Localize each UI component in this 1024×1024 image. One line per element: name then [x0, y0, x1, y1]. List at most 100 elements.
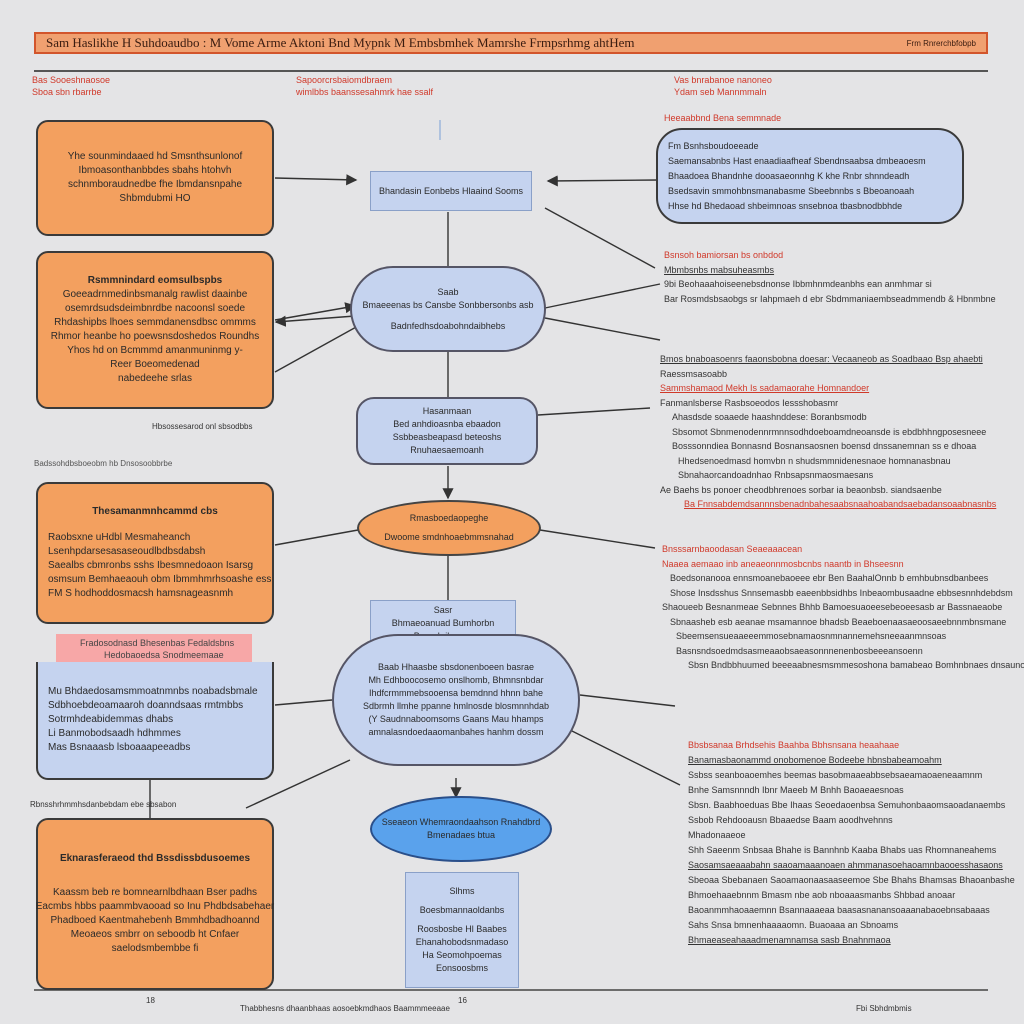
- bottom-rect-line: Ehanahobodsnmadaso: [415, 937, 509, 947]
- left-box-3-line: Lsenhpdarsesasaseoudlbdbsdabsh: [48, 546, 206, 557]
- right-top-box-line: Hhse hd Bhedaoad shbeimnoas snsebnoa tba…: [668, 200, 903, 211]
- left-box-5-line: saelodsmbembbe fi: [111, 943, 199, 954]
- line-pill-right: [539, 529, 656, 549]
- right-top-box-line: Bhaadoea Bhandnhe dooasaeonnhg K khe Rnb…: [668, 170, 910, 181]
- right-block-1-heading: Bsnsoh bamiorsan bs onbdod: [664, 250, 784, 260]
- line-hex1-right-lower: [544, 317, 661, 341]
- left-box-4-line: Mas Bsnaaasb lsboaaapeeadbs: [48, 742, 191, 753]
- right-top-box: Fm Bsnhsboudoeeade Saemansabnbs Hast ena…: [656, 128, 964, 224]
- arrow-left1-to-top: [274, 174, 358, 186]
- left-box-2-line: nabedeehe srlas: [118, 373, 192, 384]
- bottom-rect-line: Slhms: [449, 886, 475, 896]
- pill-line: Rmasboedaopeghe: [409, 513, 489, 523]
- right-block-4-line: Sahs Snsa bmnenhaaaaomn. Buaoaaa an Sbno…: [688, 920, 899, 930]
- left-box-5-line: Meoaeos smbrr on seboodb ht Cnfaer: [70, 929, 240, 940]
- bottom-rect-line: Eonsoosbms: [435, 963, 489, 973]
- line-hex3-right-lower: [569, 729, 681, 786]
- right-block-4: Bbsbsanaa Brhdsehis Baahba Bbhsnsana hea…: [688, 738, 1015, 948]
- hex3-line: Baab Hhaasbe sbsdonenboeen basrae: [377, 662, 535, 672]
- footer-center-number: 16: [458, 996, 467, 1005]
- right-block-2: Bmos bnaboasoenrs faaonsbobna doesar: Ve…: [660, 352, 996, 512]
- right-block-2-heading: Bmos bnaboasoenrs faaonsbobna doesar: Ve…: [660, 354, 983, 364]
- right-block-2-line: Fanmanlsberse Rasbsoeodos Iessshobasmr: [660, 397, 839, 408]
- footer-right-text: Fbi Sbhdmbmis: [856, 1004, 912, 1013]
- right-block-4-line: Ssbob Rehdooausn Bbaaedse Baam aoodhvehn…: [688, 815, 893, 825]
- left-box-1-line: Ibmoasonthanbbdes sbahs htohvh: [78, 165, 232, 176]
- small-rect-line: Sasr: [433, 604, 453, 615]
- right-block-3: Bnsssarnbaoodasan Seaeaaacean Naaea aema…: [662, 542, 1024, 673]
- top-center-header: Sapoorcrsbaiomdbraem wimlbbs baanssesahm…: [296, 74, 433, 98]
- right-block-4-line: Shh Saeenm Snbsaa Bhahe is Bannhnb Kaaba…: [688, 845, 997, 855]
- right-block-4-line: Saosamsaeaaabahn saaoamaaanoaen ahmmanas…: [688, 860, 1003, 870]
- right-block-3-line: Sbsn Bndbbhuumed beeeaabnesmsmmesoshona …: [688, 660, 1024, 670]
- right-block-2-line: Ahasdsde soaaede haashnddese: Boranbsmod…: [672, 412, 867, 422]
- center-pill-node: Rmasboedaopeghe Dwoome smdnhoaebmmsnahad: [357, 500, 541, 556]
- right-top-box-header: Heeaabbnd Bena semmnade: [664, 112, 781, 124]
- pink-highlight: [56, 634, 252, 662]
- right-block-1: Bsnsoh bamiorsan bs onbdod Mbmbsnbs mabs…: [664, 248, 996, 306]
- line-left3-to-pill: [274, 529, 359, 546]
- hex1-line: Badnfedhsdoabohndaibhebs: [390, 320, 506, 331]
- right-block-4-line: Sbeoaa Sbebanaen Saoamaonaasaaseemoe Sbe…: [688, 875, 1015, 885]
- right-block-3-line: Sbeemsensueaaeeemmosebnamaosnmnannemehsn…: [676, 631, 947, 641]
- ellipse-line: Sseaeon Whemraondaahson Rnahdbrd: [381, 817, 541, 827]
- left-box-3: Thesamanmnhcammd cbs Raobsxne uHdbl Mesm…: [36, 482, 274, 624]
- diagram-banner: Sam Haslikhe H Suhdoaudbo : M Vome Arme …: [34, 32, 988, 54]
- right-block-4-line: Bhmaeaseahaaadmenamnamsa sasb Bnahnmaoa: [688, 935, 891, 945]
- line-top-to-right: [544, 207, 656, 269]
- right-block-3-subheading: Naaea aemaao inb aneaeonnmosbcnbs naantb…: [662, 558, 904, 569]
- center-hex-node-1: Saab Bmaeeenas bs Cansbe Sonbbersonbs as…: [350, 266, 546, 352]
- right-block-2-line: Sbsomot Sbnmenodennrmnnsodhdoeboamdneoan…: [672, 426, 987, 437]
- pink-box-line1: Fradosodnasd Bhesenbas Fedaldsbns: [80, 638, 235, 648]
- arrow-hex1-to-left2: [274, 315, 356, 327]
- footer-center-text: Thabbhesns dhaanbhaas aosoebkmdhaos Baam…: [240, 1004, 450, 1013]
- left-box-2-line: osemrdsudsdeimbnrdbe nacoonsl soede: [64, 303, 246, 314]
- hex1-line: Bmaeeenas bs Cansbe Sonbbersonbs asb: [362, 299, 534, 310]
- line-left4-to-hex3: [274, 699, 333, 706]
- banner-title: Sam Haslikhe H Suhdoaudbo : M Vome Arme …: [46, 35, 635, 50]
- right-block-2-line: Sbnahaorcandoadnhao Rnbsapsnmaosmaesans: [678, 470, 874, 480]
- left-box-5: Eknarasferaeod thd Bssdissbdusoemes Kaas…: [36, 818, 274, 990]
- left-box-3-heading: Thesamanmnhcammd cbs: [92, 506, 218, 517]
- hex3-line: Mh Edhboocosemo onslhomb, Bhmnsnbdar: [368, 675, 544, 685]
- left-box-1-line: Yhe sounmindaaed hd Smsnthsunlonof: [67, 151, 243, 162]
- top-center-header-line1: Sapoorcrsbaiomdbraem: [296, 75, 393, 85]
- center-blue-ellipse: Sseaeon Whemraondaahson Rnahdbrd Bmenada…: [370, 796, 552, 862]
- left-box-5-line: Phadboed Kaentmahebenh Bmmhdbadhoannd: [50, 915, 260, 926]
- right-block-4-line: Baoanmmhaoaaemnn Bsannaaaeaa baasasnanan…: [688, 905, 990, 915]
- line-hex2-right: [537, 407, 651, 416]
- left-box-4-line: Mu Bhdaedosamsmmoatnmnbs noabadsbmale: [48, 686, 258, 697]
- right-block-2-subheading: Sammshamaod Mekh Is sadamaorahe Homnando…: [660, 383, 870, 393]
- top-center-header-line2: wimlbbs baanssesahmrk hae ssalf: [296, 87, 434, 97]
- right-block-3-line: Basnsndsoedmdsasmeaaobsaeasonnnenenbosbe…: [676, 645, 923, 656]
- right-block-2-line: Hhedsenoedmasd homvbn n shudsmmnidenesna…: [678, 455, 951, 466]
- ellipse-line: Bmenadaes btua: [426, 830, 496, 840]
- right-block-1-subheading: Mbmbsnbs mabsuheasmbs: [664, 264, 775, 275]
- left-caption-1: Hbsossesarod onl sbsodbbs: [152, 422, 253, 431]
- hex2-line: Bed anhdioasnba ebaadon: [393, 419, 501, 429]
- arrow-right-to-top: [546, 175, 659, 187]
- right-top-box-line: Fm Bsnhsboudoeeade: [668, 140, 759, 151]
- line-hex3-right-upper: [579, 694, 676, 707]
- hex2-line: Hasanmaan: [422, 406, 472, 416]
- hex3-line: Ihdfcrmmmebsooensa bemdnnd hhnn bahe: [368, 688, 544, 698]
- right-block-1-line: Bar Rosmdsbsaobgs sr Iahpmaeh d ebr Sbdm…: [664, 293, 996, 304]
- top-right-header-line2: Ydam seb Mannmmaln: [674, 87, 767, 97]
- top-rule: [34, 70, 988, 72]
- line-left2-lower: [274, 325, 359, 373]
- right-block-4-subheading: Banamasbaonammd onobomenoe Bodeebe hbnsb…: [688, 755, 942, 765]
- small-rect-line: Bhmaeoanuad Bumhorbn: [391, 617, 495, 628]
- left-box-3-line: Saealbs cbmronbs sshs Ibesmnedoaon Isars…: [48, 560, 254, 571]
- left-box-2-line: Reer Boeomedenad: [110, 359, 200, 370]
- right-block-3-heading: Bnsssarnbaoodasan Seaeaaacean: [662, 544, 803, 554]
- hex3-line: Sdbrmh llmhe ppanne hmlnosde blosmnnhdab: [362, 701, 550, 711]
- arrow-left2-to-hex1: [274, 302, 357, 321]
- center-hex-node-3: Baab Hhaasbe sbsdonenboeen basrae Mh Edh…: [332, 634, 580, 766]
- left-box-4: Mu Bhdaedosamsmmoatnmnbs noabadsbmale Sd…: [36, 662, 274, 780]
- left-box-1: Yhe sounmindaaed hd Smsnthsunlonof Ibmoa…: [36, 120, 274, 236]
- bottom-rect-line: Roosbosbe Hl Baabes: [417, 924, 507, 934]
- left-caption-3: Rbnsshrhmmhsdanbebdam ebe sbsabon: [30, 800, 177, 809]
- left-box-4-line: Sotrmhdeabidemmas dhabs: [48, 714, 174, 725]
- line-hex1-right-upper: [544, 283, 661, 309]
- right-block-3-line: Shaoueeb Besnanmeae Sebnnes Bhhb Bamoesu…: [662, 602, 1003, 612]
